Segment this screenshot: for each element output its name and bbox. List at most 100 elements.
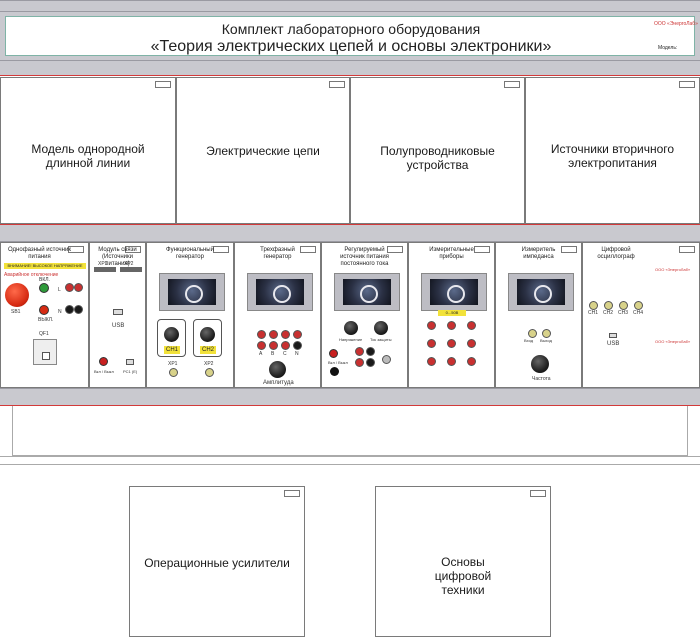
input-jack[interactable] <box>528 329 537 338</box>
emergency-label: Аварийное отключение <box>4 272 59 278</box>
meter-jack[interactable] <box>427 357 436 366</box>
module-tag <box>474 246 490 253</box>
usb-label: USB <box>607 341 620 347</box>
amplitude-knob[interactable] <box>269 361 286 378</box>
connector-xp1[interactable] <box>94 267 116 272</box>
connector-xp2[interactable] <box>120 267 142 272</box>
module-name: Трехфазный генератор <box>260 247 295 260</box>
ch1-jack[interactable] <box>589 301 598 310</box>
breaker-lever <box>42 352 50 360</box>
module-tag <box>504 81 520 88</box>
module-tag <box>284 490 300 497</box>
module-name: Измеритель импеданса <box>521 247 556 260</box>
ch4-jack[interactable] <box>634 301 643 310</box>
emergency-stop-button[interactable] <box>5 283 29 307</box>
meter-jack[interactable] <box>447 321 456 330</box>
table-edge <box>0 456 700 465</box>
frequency-knob[interactable] <box>531 355 549 373</box>
meter-jack[interactable] <box>427 321 436 330</box>
sb-label: SB1 <box>11 309 21 315</box>
n-jack-2[interactable] <box>74 305 83 314</box>
module-function-generator: Функциональный генератор CH1 CH2 XP1 XP2 <box>146 242 234 388</box>
module-tag <box>155 81 171 88</box>
rail-2 <box>0 60 700 76</box>
module-tag <box>329 81 345 88</box>
output-jack[interactable] <box>542 329 551 338</box>
current-knob[interactable] <box>374 321 388 335</box>
module-impedance: Измеритель импеданса Вход Выход Частота <box>495 242 582 388</box>
phase-jack[interactable] <box>281 341 290 350</box>
module-name: Измерительные приборы <box>429 247 474 260</box>
n-label: N <box>58 309 62 315</box>
module-title: Источники вторичного электропитания <box>550 142 675 170</box>
module-title: Электрические цепи <box>206 144 320 158</box>
voltage-knob[interactable] <box>344 321 358 335</box>
module-title: Модель однородной длинной линии <box>31 142 145 170</box>
rail-3 <box>0 224 700 242</box>
off-button[interactable] <box>39 305 49 315</box>
ch2-knob[interactable] <box>200 327 215 342</box>
module-long-line: Модель однородной длинной линии <box>0 77 176 224</box>
switch-indicator[interactable] <box>382 355 391 364</box>
plus-jack[interactable] <box>355 347 364 356</box>
ch2-jack[interactable] <box>604 301 613 310</box>
output-label: Выход <box>540 338 552 343</box>
module-three-phase-generator: Трехфазный генератор A B C N Амплитуда <box>234 242 321 388</box>
module-semiconductors: Полупроводниковые устройства <box>350 77 525 224</box>
off-label: ВЫКЛ. <box>38 317 54 323</box>
neutral-jack[interactable] <box>293 341 302 350</box>
meter-jack[interactable] <box>447 357 456 366</box>
ch3-label: CH3 <box>618 310 629 316</box>
module-oscilloscope: Цифровой осциллограф CH1 CH2 CH3 CH4 USB… <box>582 242 700 388</box>
meter-jack[interactable] <box>467 321 476 330</box>
power-toggle-button[interactable] <box>99 357 108 366</box>
display-screen <box>334 273 400 311</box>
red-line <box>0 224 700 225</box>
header-panel: Комплект лабораторного оборудования «Тео… <box>0 12 700 60</box>
phase-jack[interactable] <box>293 330 302 339</box>
l-label: L <box>58 287 61 293</box>
circuit-breaker[interactable] <box>33 339 57 365</box>
ch1-label: CH1 <box>588 310 599 316</box>
meter-jack[interactable] <box>467 339 476 348</box>
phase-n-label: N <box>295 351 299 357</box>
ch2-label: CH2 <box>200 346 216 354</box>
module-name: Регулируемый источник питания постоянног… <box>340 247 389 267</box>
phase-jack[interactable] <box>281 330 290 339</box>
l-jack-2[interactable] <box>74 283 83 292</box>
meter-jack[interactable] <box>447 339 456 348</box>
n-jack[interactable] <box>65 305 74 314</box>
xp1-jack[interactable] <box>169 368 178 377</box>
minus-jack[interactable] <box>366 347 375 356</box>
plus-jack[interactable] <box>355 358 364 367</box>
title-line-1: Комплект лабораторного оборудования <box>221 21 481 37</box>
dc-bottom-knob[interactable] <box>330 367 339 376</box>
minus-jack[interactable] <box>366 358 375 367</box>
ch3-jack[interactable] <box>619 301 628 310</box>
ch4-label: CH4 <box>633 310 644 316</box>
xp2-jack[interactable] <box>205 368 214 377</box>
l-jack[interactable] <box>65 283 74 292</box>
module-dc-source: Регулируемый источник питания постоянног… <box>321 242 408 388</box>
phase-b-label: B <box>271 351 275 357</box>
rail-4 <box>0 388 700 406</box>
usb-port[interactable] <box>609 333 617 338</box>
phase-jack[interactable] <box>269 341 278 350</box>
on-button[interactable] <box>39 283 49 293</box>
phase-jack[interactable] <box>257 330 266 339</box>
phase-jack[interactable] <box>257 341 266 350</box>
module-tag <box>530 490 546 497</box>
pc-port[interactable] <box>126 359 134 365</box>
ch2-frame <box>193 319 222 357</box>
phase-jack[interactable] <box>269 330 278 339</box>
ch1-knob[interactable] <box>164 327 179 342</box>
usb-port[interactable] <box>113 309 123 315</box>
module-tag <box>300 246 316 253</box>
dc-power-button[interactable] <box>329 349 338 358</box>
module-tag <box>213 246 229 253</box>
meter-jack[interactable] <box>467 357 476 366</box>
meter-jack[interactable] <box>427 339 436 348</box>
module-power-sources: Источники вторичного электропитания <box>525 77 700 224</box>
module-tag <box>68 246 84 253</box>
dc-power-label: Вкл / Выкл <box>328 360 348 365</box>
